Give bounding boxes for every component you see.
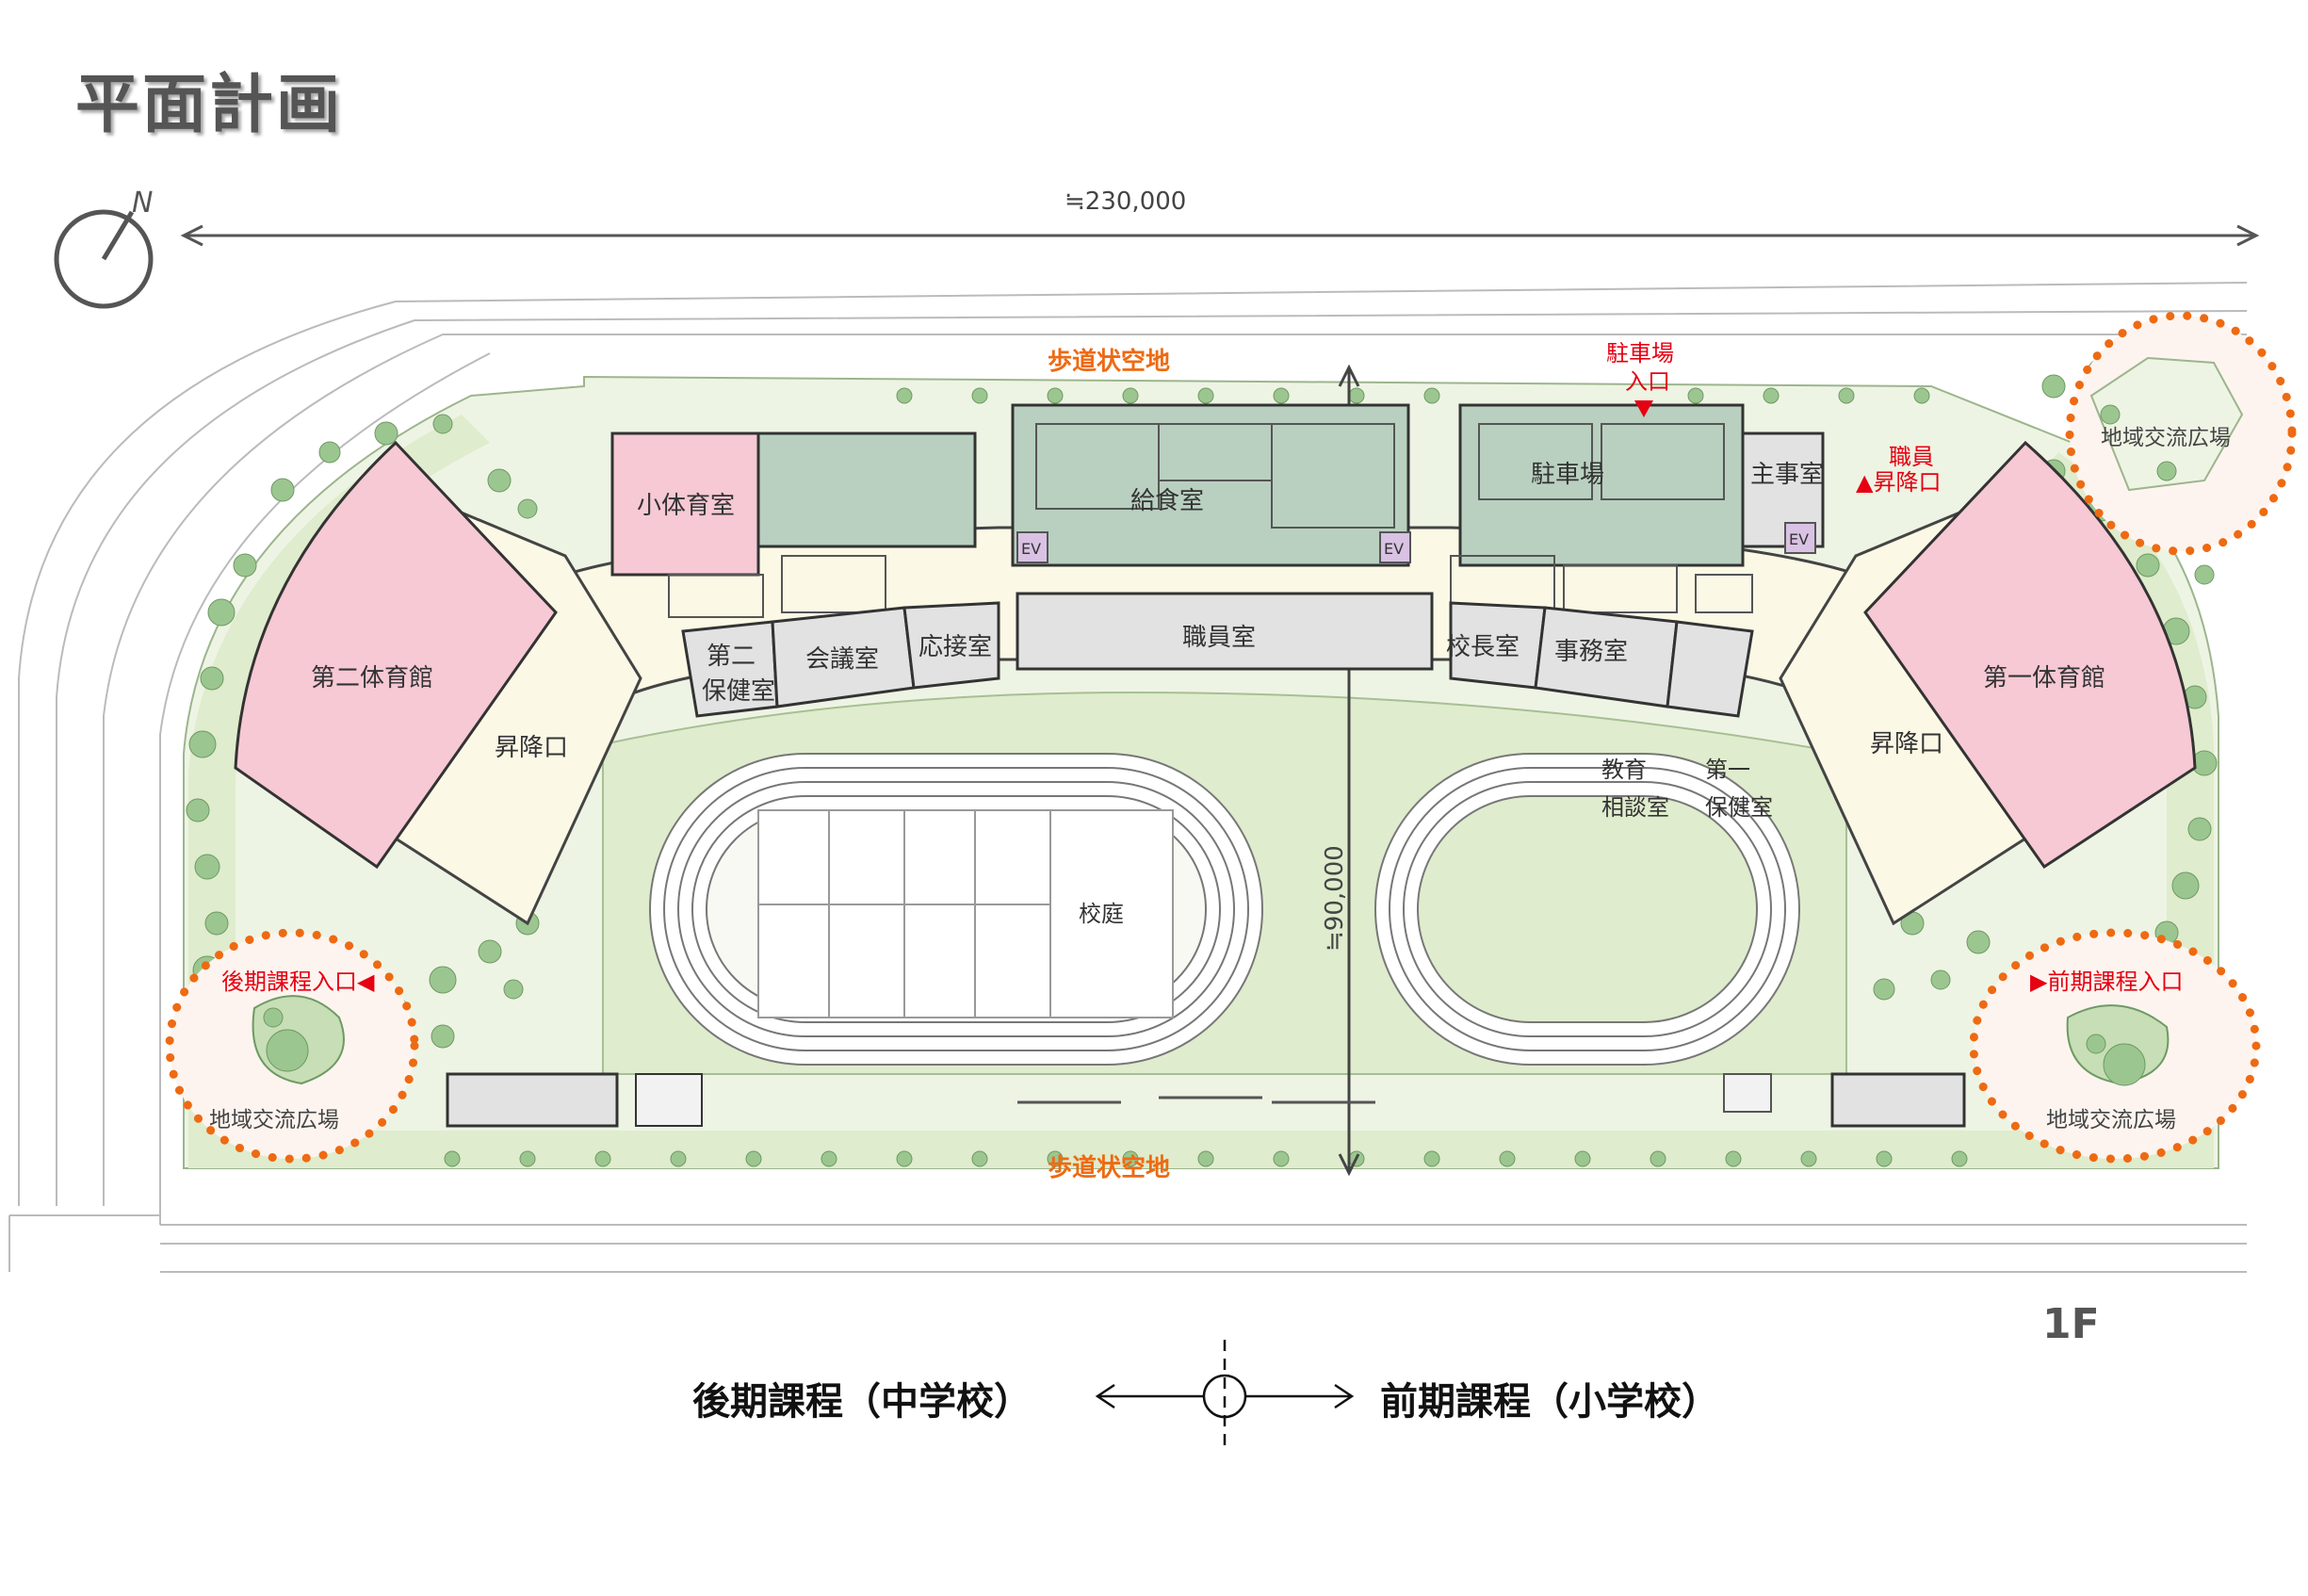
office-label: 事務室 — [1554, 638, 1628, 666]
road-lines — [8, 282, 2248, 1273]
sidewalk-top-label: 歩道状空地 — [1048, 347, 1170, 376]
late-entrance-label: 後期課程入口◀ — [221, 969, 375, 995]
parking-entry-arrow-icon — [1634, 400, 1653, 417]
office-room-end — [1666, 620, 1754, 718]
ev-mid-label: EV — [1384, 540, 1404, 558]
plaza-bottom-right-label: 地域交流広場 — [2046, 1108, 2176, 1132]
meeting-room-label: 会議室 — [805, 645, 879, 674]
kitchen-block-b — [1011, 403, 1410, 567]
street-tree-row — [444, 387, 1968, 1167]
service-building-left — [446, 1072, 619, 1128]
shoe-area-left-label: 昇降口 — [495, 734, 568, 762]
width-dimension-line — [180, 224, 2260, 247]
staff-room-label: 職員室 — [1182, 624, 1256, 652]
service-building-mid — [635, 1073, 703, 1127]
plaza-bottom-right — [1969, 928, 2261, 1164]
health-room-second-label-b: 保健室 — [702, 677, 775, 706]
small-gym-label: 小体育室 — [637, 492, 735, 520]
ev-right-label: EV — [1789, 530, 1809, 548]
counseling-label-a: 教育 — [1601, 757, 1647, 783]
grid-structure — [1723, 1073, 1772, 1113]
svg-text:N: N — [132, 187, 153, 220]
court-lines — [757, 809, 1174, 1018]
page-title: 平面計画 — [75, 68, 344, 142]
shoe-area-right-label: 昇降口 — [1870, 730, 1943, 758]
admin-office-label: 主事室 — [1750, 461, 1824, 489]
sidewalk-bottom-label: 歩道状空地 — [1048, 1153, 1170, 1182]
gym-second — [234, 440, 558, 870]
reception-label: 応接室 — [918, 633, 992, 661]
parking-entry-label-b: 入口 — [1625, 368, 1670, 395]
floor-label: 1F — [2042, 1300, 2100, 1348]
counseling-label-b: 相談室 — [1601, 794, 1669, 821]
reception-room — [902, 601, 1000, 690]
bench-rows — [1017, 1096, 1375, 1104]
staff-room — [1016, 592, 1434, 671]
health-room-second-label-a: 第二 — [707, 643, 756, 671]
elevator-mid — [1379, 531, 1411, 563]
parking-label: 駐車場 — [1531, 461, 1604, 489]
gym-first — [1863, 440, 2197, 870]
north-compass-icon: N — [54, 187, 154, 309]
legend-arrow-icon — [1095, 1340, 1355, 1453]
legend-late-course: 後期課程（中学校） — [692, 1380, 1032, 1424]
plaza-top-right-label: 地域交流広場 — [2101, 426, 2231, 450]
depth-dimension-label: ≒90,000 — [1321, 845, 1349, 952]
ev-left-label: EV — [1021, 540, 1041, 558]
running-track-right — [1374, 753, 1800, 1066]
width-dimension-label: ≒230,000 — [1065, 187, 1186, 216]
small-gym — [610, 432, 760, 577]
plaza-bottom-left-label: 地域交流広場 — [209, 1108, 339, 1132]
staff-entry-label-a: 職員 — [1889, 444, 1934, 470]
plaza-bottom-left — [165, 928, 419, 1164]
plaza-top-right — [2065, 311, 2297, 556]
gym-second-label: 第二体育館 — [311, 664, 433, 692]
service-building-right — [1830, 1072, 1966, 1128]
kitchen-block-a — [756, 432, 977, 548]
legend-early-course: 前期課程（小学校） — [1380, 1380, 1719, 1424]
elevator-left — [1016, 531, 1048, 563]
staff-entry-label-b: ▲昇降口 — [1856, 469, 1941, 496]
early-entrance-label: ▶前期課程入口 — [2030, 969, 2183, 995]
elevator-right — [1784, 522, 1816, 554]
health-room-first-label-b: 保健室 — [1705, 794, 1773, 821]
kitchen-label: 給食室 — [1130, 487, 1204, 515]
gym-first-label: 第一体育館 — [1983, 664, 2105, 692]
schoolyard-label: 校庭 — [1079, 901, 1124, 927]
health-room-first-label-a: 第一 — [1705, 757, 1750, 783]
principal-label: 校長室 — [1446, 633, 1520, 661]
site-plan: N ≒230,000 — [8, 187, 2297, 1273]
parking-entry-label-a: 駐車場 — [1606, 340, 1674, 366]
